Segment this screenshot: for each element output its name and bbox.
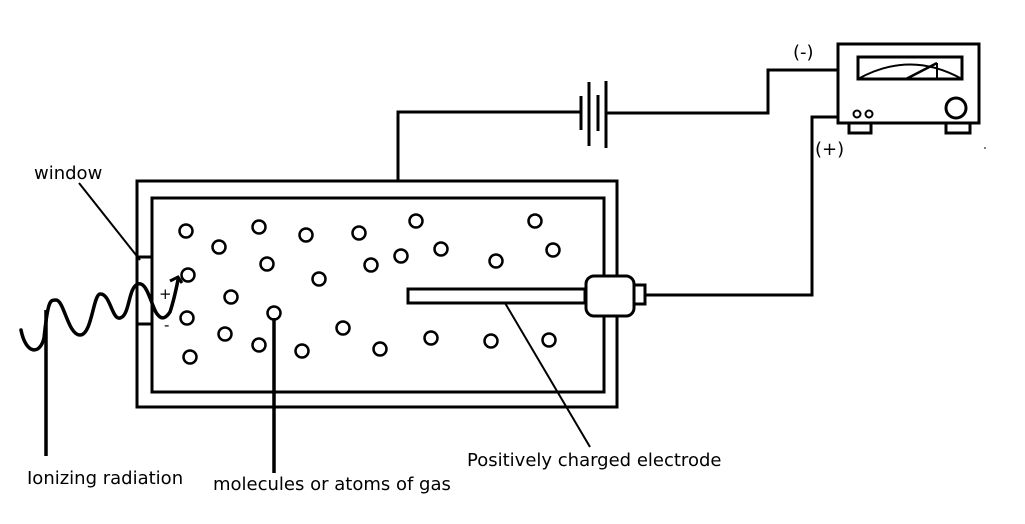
gas-molecule — [251, 337, 267, 353]
gas-molecule — [223, 289, 239, 305]
gas-molecule — [527, 213, 543, 229]
meter-knob-large — [944, 96, 968, 120]
meter-needle — [905, 61, 938, 81]
wire-positive — [645, 115, 838, 297]
gas-molecule — [266, 305, 282, 321]
gas-molecule — [298, 227, 314, 243]
gas-molecule — [483, 333, 499, 349]
gas-molecule — [259, 256, 275, 272]
gas-molecule — [211, 239, 227, 255]
label-window: window — [34, 163, 102, 184]
stray-dot — [984, 147, 986, 149]
connector — [632, 283, 647, 306]
gas-molecule — [180, 267, 196, 283]
meter — [836, 42, 986, 149]
gas-molecule — [433, 241, 449, 257]
gas-molecule — [545, 242, 561, 258]
gas-molecule — [311, 271, 327, 287]
gas-molecule — [393, 248, 409, 264]
label-meter-positive: (+) — [815, 139, 844, 160]
meter-foot-right — [944, 121, 972, 135]
meter-knob-small-1 — [852, 109, 862, 119]
gas-molecule — [251, 219, 267, 235]
insulator — [584, 274, 636, 318]
window — [135, 255, 154, 326]
gas-molecule — [408, 213, 424, 229]
leader-window — [78, 182, 141, 261]
leader-electrode — [504, 302, 591, 448]
gas-molecule — [488, 253, 504, 269]
gas-molecule — [179, 310, 195, 326]
battery-icon — [579, 81, 608, 148]
label-electrode: Positively charged electrode — [467, 450, 721, 471]
label-meter-negative: (-) — [793, 42, 814, 63]
label-gas: molecules or atoms of gas — [213, 474, 451, 495]
gas-molecule — [217, 326, 233, 342]
meter-foot-left — [847, 121, 873, 135]
electrode-rod — [406, 287, 587, 305]
gas-molecule — [182, 349, 198, 365]
meter-knob-small-2 — [864, 109, 874, 119]
gas-molecule — [294, 343, 310, 359]
label-ion-minus: - — [164, 316, 169, 334]
gas-molecule — [372, 341, 388, 357]
label-ion-plus: + — [159, 285, 172, 303]
meter-scale-arc — [857, 63, 963, 80]
wire-battery-to-meter — [607, 68, 838, 115]
gas-molecule — [351, 225, 367, 241]
gas-molecule — [423, 330, 439, 346]
label-ionizing-radiation: Ionizing radiation — [27, 468, 183, 489]
radiation-arrowhead-icon — [169, 275, 184, 284]
gas-molecules — [178, 213, 561, 365]
gas-molecule — [335, 320, 351, 336]
wire-chamber-to-battery — [396, 110, 581, 181]
ionizing-radiation-wave — [19, 278, 180, 352]
gas-molecule — [363, 257, 379, 273]
gas-molecule — [178, 223, 194, 239]
gas-molecule — [541, 332, 557, 348]
